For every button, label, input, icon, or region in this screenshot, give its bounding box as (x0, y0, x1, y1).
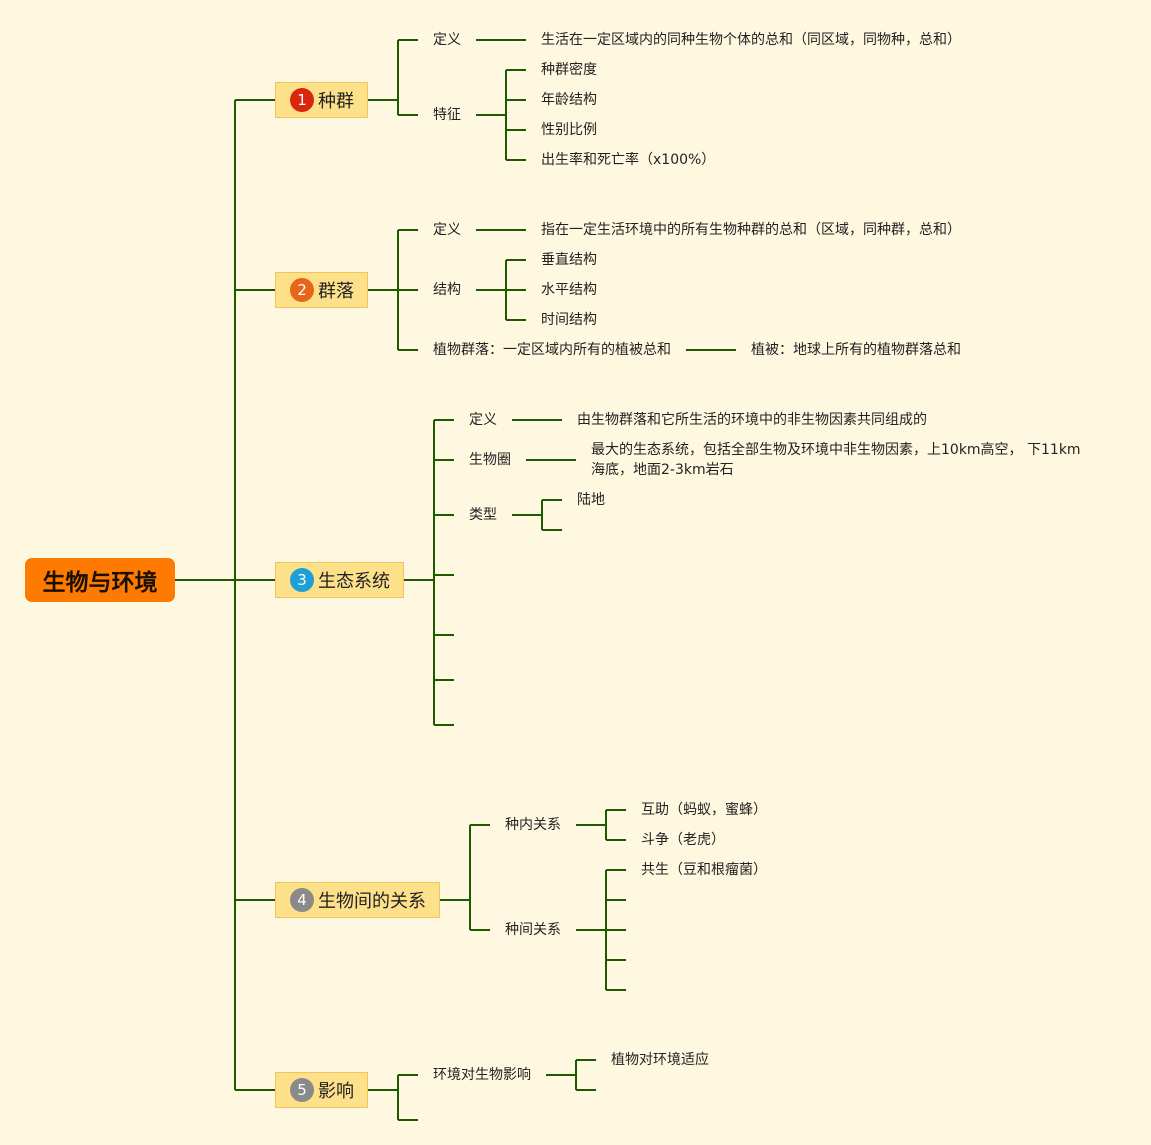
population-feature-label[interactable]: 特征 (433, 107, 461, 123)
plant-community-label[interactable]: 植物群落：一定区域内所有的植被总和 (433, 342, 671, 358)
number-badge-5: 5 (290, 1078, 314, 1102)
population-feature-item[interactable]: 出生率和死亡率（x100%） (541, 152, 716, 168)
ecosystem-def-text[interactable]: 由生物群落和它所生活的环境中的非生物因素共同组成的 (577, 412, 927, 428)
branch-relations[interactable]: 4 生物间的关系 (275, 882, 440, 918)
env-influence-label[interactable]: 环境对生物影响 (433, 1067, 531, 1083)
branch-title: 影响 (318, 1081, 354, 1102)
ecosystem-type-item[interactable]: 陆地 (577, 492, 605, 508)
branch-title: 种群 (318, 91, 354, 112)
branch-title: 群落 (318, 281, 354, 302)
community-structure-item[interactable]: 垂直结构 (541, 252, 597, 268)
number-badge-4: 4 (290, 888, 314, 912)
env-influence-item[interactable]: 植物对环境适应 (611, 1052, 709, 1068)
biosphere-text[interactable]: 最大的生态系统，包括全部生物及环境中非生物因素，上10km高空， 下11km海底… (591, 442, 1081, 478)
intraspecific-item[interactable]: 互助（蚂蚁，蜜蜂） (641, 802, 767, 818)
number-badge-2: 2 (290, 278, 314, 302)
branch-influence[interactable]: 5 影响 (275, 1072, 368, 1108)
community-structure-item[interactable]: 水平结构 (541, 282, 597, 298)
biosphere-label[interactable]: 生物圈 (469, 452, 511, 468)
intraspecific-label[interactable]: 种内关系 (505, 817, 561, 833)
number-badge-3: 3 (290, 568, 314, 592)
community-def-label[interactable]: 定义 (433, 222, 461, 238)
branch-title: 生物间的关系 (318, 891, 426, 912)
community-structure-label[interactable]: 结构 (433, 282, 461, 298)
interspecific-item[interactable]: 共生（豆和根瘤菌） (641, 862, 767, 878)
population-def-label[interactable]: 定义 (433, 32, 461, 48)
interspecific-label[interactable]: 种间关系 (505, 922, 561, 938)
intraspecific-item[interactable]: 斗争（老虎） (641, 832, 725, 848)
number-badge-1: 1 (290, 88, 314, 112)
branch-title: 生态系统 (318, 571, 390, 592)
ecosystem-type-label[interactable]: 类型 (469, 507, 497, 523)
branch-ecosystem[interactable]: 3 生态系统 (275, 562, 404, 598)
ecosystem-def-label[interactable]: 定义 (469, 412, 497, 428)
vegetation-label[interactable]: 植被：地球上所有的植物群落总和 (751, 342, 961, 358)
branch-community[interactable]: 2 群落 (275, 272, 368, 308)
population-feature-item[interactable]: 性别比例 (541, 122, 597, 138)
community-def-text[interactable]: 指在一定生活环境中的所有生物种群的总和（区域，同种群，总和） (541, 222, 961, 238)
root-node[interactable]: 生物与环境 (25, 558, 175, 602)
community-structure-item[interactable]: 时间结构 (541, 312, 597, 328)
population-feature-item[interactable]: 年龄结构 (541, 92, 597, 108)
population-def-text[interactable]: 生活在一定区域内的同种生物个体的总和（同区域，同物种，总和） (541, 32, 961, 48)
branch-population[interactable]: 1 种群 (275, 82, 368, 118)
population-feature-item[interactable]: 种群密度 (541, 62, 597, 78)
